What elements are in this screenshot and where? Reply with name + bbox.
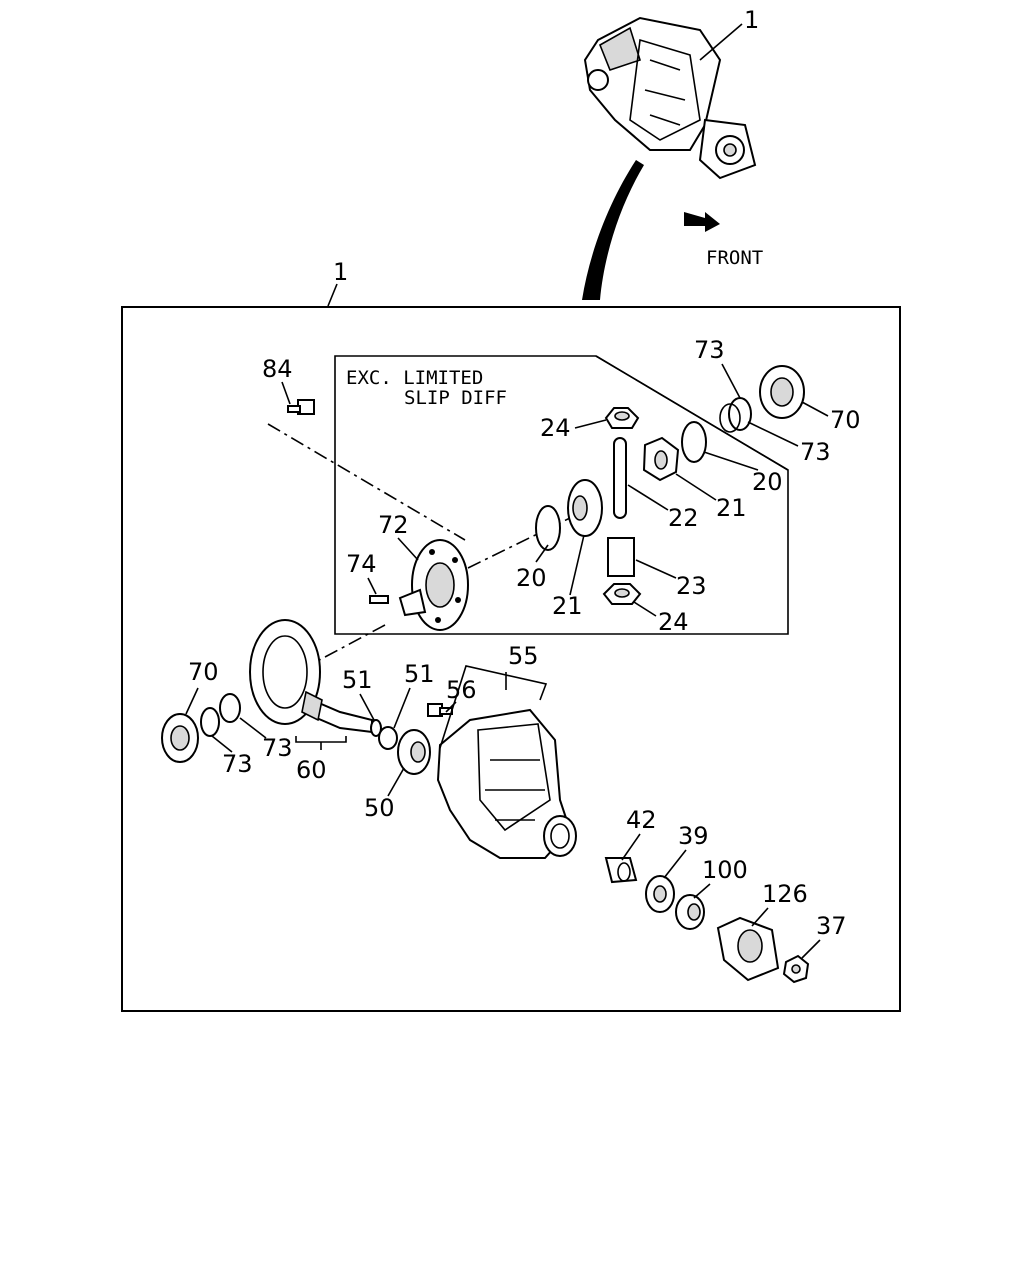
part-84-bolt <box>287 399 315 415</box>
leader-line <box>621 833 641 861</box>
leader-line <box>703 451 759 471</box>
part-126-companion-flange <box>716 916 780 982</box>
limited-slip-note-frame <box>334 355 789 635</box>
callout-84: 84 <box>262 355 293 383</box>
leader-line <box>751 907 769 927</box>
callout-60: 60 <box>296 756 327 784</box>
part-51-spacer <box>370 719 382 737</box>
leader-line <box>574 419 607 429</box>
leader-line <box>801 401 829 417</box>
assembly-frame <box>121 306 901 1012</box>
leader-line <box>185 687 199 715</box>
callout-1-box: 1 <box>333 258 348 286</box>
leader-line <box>327 283 338 307</box>
part-24-pinion-gear <box>604 407 640 429</box>
part-51-spacer <box>378 726 398 750</box>
callout-20-upper: 20 <box>752 468 783 496</box>
leader-line <box>281 381 291 405</box>
leader-line <box>569 534 585 596</box>
part-20-thrust-washer <box>681 421 707 463</box>
leader-line <box>387 767 405 797</box>
callout-51-left: 51 <box>342 666 373 694</box>
leader-line <box>693 883 711 899</box>
leader-line <box>633 601 657 617</box>
bracket-line <box>295 736 347 750</box>
callout-74: 74 <box>346 550 377 578</box>
callout-51-right: 51 <box>404 660 435 688</box>
callout-22: 22 <box>668 504 699 532</box>
leader-line <box>675 473 717 501</box>
leader-line <box>627 484 669 511</box>
callout-126: 126 <box>762 880 808 908</box>
leader-line <box>747 421 799 447</box>
callout-55: 55 <box>508 642 539 670</box>
leader-line <box>367 577 377 595</box>
leader-line <box>393 687 411 729</box>
callout-37: 37 <box>816 912 847 940</box>
leader-line <box>595 355 789 471</box>
part-73-shim <box>719 403 741 433</box>
callout-21-lower: 21 <box>552 592 583 620</box>
callout-73-right: 73 <box>800 438 831 466</box>
part-21-side-gear <box>567 479 603 537</box>
callout-24-lower: 24 <box>658 608 689 636</box>
callout-73-upper: 73 <box>694 336 725 364</box>
callout-72: 72 <box>378 511 409 539</box>
leader-line <box>699 23 743 61</box>
part-50-bearing <box>397 729 431 775</box>
part-23-block <box>607 537 635 577</box>
curved-arrow <box>582 160 644 300</box>
callout-1-top: 1 <box>744 6 759 34</box>
assembly-axis-line <box>309 624 386 666</box>
part-42-spacer-sleeve <box>604 857 638 884</box>
callout-100: 100 <box>702 856 748 884</box>
leader-line <box>397 537 419 561</box>
callout-73-lower-left: 73 <box>222 750 253 778</box>
note-line-2: SLIP DIFF <box>404 387 507 409</box>
callout-23: 23 <box>676 572 707 600</box>
leader-line <box>801 939 821 959</box>
callout-42: 42 <box>626 806 657 834</box>
differential-assembly-illustration <box>583 16 757 180</box>
part-20-thrust-washer <box>535 505 561 551</box>
part-70-bearing <box>759 365 805 419</box>
bracket-line <box>439 665 548 749</box>
leader-line <box>239 717 267 739</box>
part-72-differential-case <box>398 539 469 631</box>
leader-line <box>211 735 233 753</box>
part-24-pinion-gear <box>602 583 642 605</box>
leader-line <box>663 849 687 879</box>
part-74-pin <box>369 595 389 604</box>
leader-line <box>359 693 375 721</box>
callout-50: 50 <box>364 794 395 822</box>
part-39-bearing <box>645 875 675 913</box>
leader-line <box>635 559 677 579</box>
part-55-carrier-housing <box>436 708 577 859</box>
assembly-axis-line <box>267 423 466 541</box>
part-21-side-gear <box>642 436 680 482</box>
part-22-pinion-shaft <box>613 437 627 519</box>
note-line-1: EXC. LIMITED <box>346 367 483 389</box>
part-60-ring-gear-pinion-set <box>249 619 373 734</box>
leader-line <box>721 363 741 399</box>
part-73-shim <box>219 693 241 723</box>
callout-39: 39 <box>678 822 709 850</box>
callout-73-lower-right: 73 <box>262 734 293 762</box>
callout-70-lower: 70 <box>188 658 219 686</box>
callout-24-upper: 24 <box>540 414 571 442</box>
callout-70-upper: 70 <box>830 406 861 434</box>
part-70-bearing <box>161 713 199 763</box>
part-37-nut <box>782 954 810 984</box>
part-100-oil-seal <box>675 894 705 930</box>
callout-20-lower: 20 <box>516 564 547 592</box>
callout-21-upper: 21 <box>716 494 747 522</box>
front-label: FRONT <box>706 247 763 269</box>
front-arrow-icon <box>684 212 720 232</box>
part-73-shim <box>200 707 220 737</box>
leader-line <box>535 544 549 563</box>
